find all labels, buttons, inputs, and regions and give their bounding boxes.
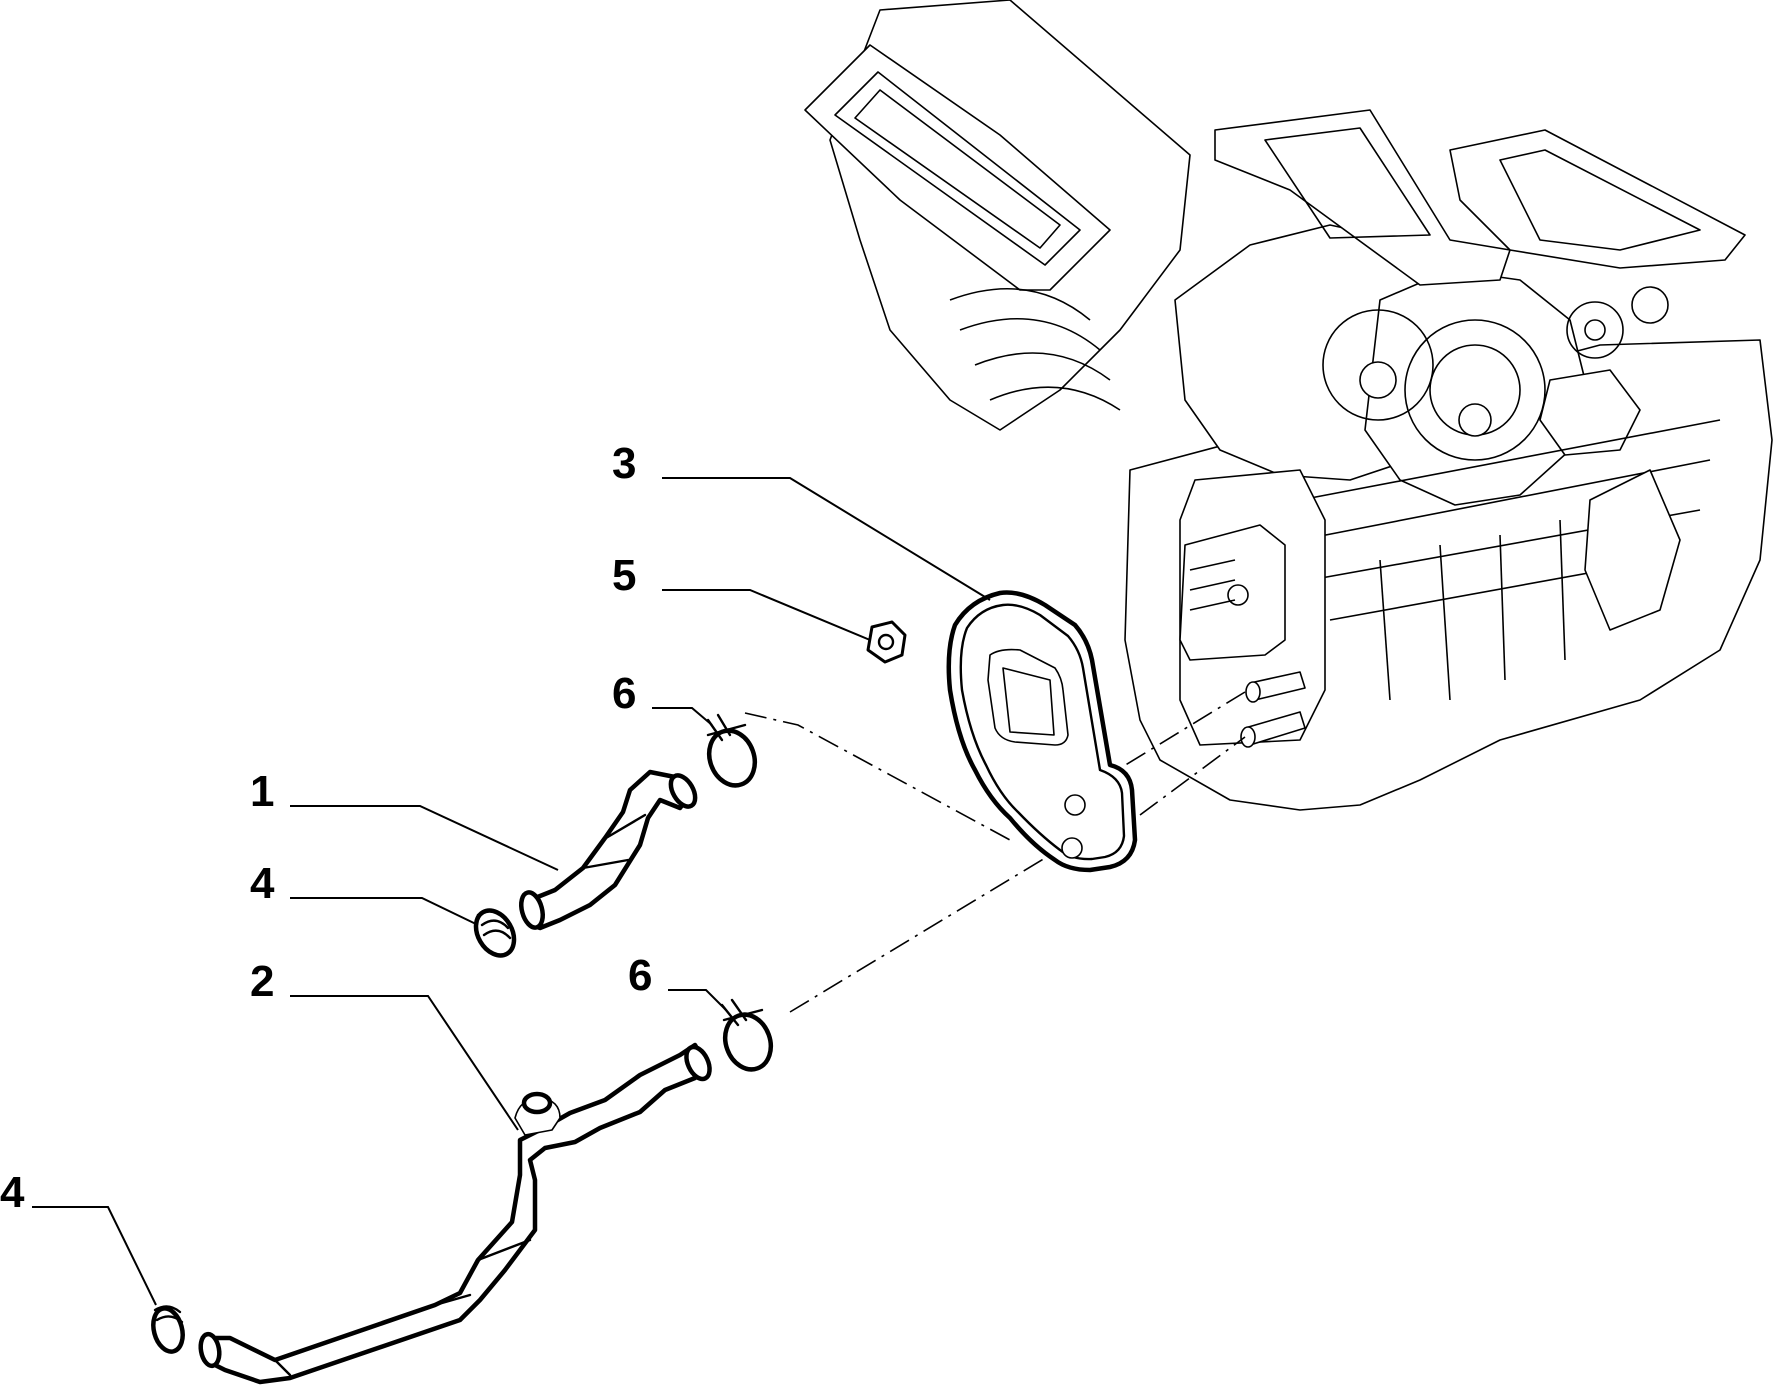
intake-opening-inner — [834, 71, 1081, 266]
seal-plate-opening — [987, 648, 1069, 746]
part-1-upper-hose — [519, 769, 698, 931]
housing-side-panel — [1584, 469, 1681, 631]
nut-hex — [866, 620, 907, 664]
intake-opening-frame — [804, 44, 1111, 291]
callout-1: 1 — [250, 767, 274, 816]
part-2-lower-hose — [198, 1042, 712, 1385]
outlet-frame-center — [1214, 109, 1511, 286]
seal-plate-opening-inner — [1002, 667, 1055, 736]
heater-core-cover — [1179, 524, 1286, 661]
actuator-gear-hub — [1584, 319, 1606, 341]
heater-core-port — [1227, 584, 1249, 606]
lower-hose-end-right — [684, 1044, 712, 1082]
dash-line-lower-right — [1139, 736, 1246, 816]
lower-hose-body — [202, 1042, 709, 1385]
heater-core-pipe-lower-end — [1240, 726, 1256, 748]
housing-rib — [1499, 534, 1506, 681]
actuator-ring — [1631, 286, 1669, 324]
part-4-clamp-lower — [151, 1305, 185, 1354]
duct-rib — [949, 287, 1091, 321]
callout-5: 5 — [612, 551, 636, 600]
actuator-gear — [1566, 301, 1624, 359]
callout-4a: 4 — [250, 859, 275, 908]
callout-2: 2 — [250, 957, 274, 1006]
heater-core-pipe-upper-end — [1245, 681, 1261, 703]
part-4-clamp-upper — [473, 908, 517, 958]
lower-hose-tee-port — [521, 1091, 553, 1115]
leader-4b — [32, 1206, 157, 1306]
dash-line-upper — [744, 712, 1011, 841]
blower-left-hub — [1359, 361, 1397, 399]
heater-core-slots — [1189, 559, 1236, 611]
leader-3 — [662, 477, 991, 601]
blower-left-ring — [1322, 309, 1434, 421]
hose-clamp-ring-lower — [151, 1306, 185, 1354]
assembly-dash-lines — [744, 691, 1246, 1013]
part-6-clamp-lower — [720, 998, 774, 1072]
upper-hose-end-left — [519, 890, 545, 930]
seal-plate-hole-lower — [1061, 837, 1083, 859]
housing-rib — [1439, 544, 1451, 701]
lower-hose-end-left — [198, 1331, 222, 1369]
leader-4a — [290, 897, 479, 926]
outlet-frame-center-inner — [1264, 127, 1431, 239]
housing-rib — [1559, 519, 1566, 661]
lower-hose-bend-lines — [273, 1238, 532, 1377]
housing-rib — [1379, 559, 1391, 701]
hose-clamp-thread-upper — [476, 909, 512, 940]
leader-1 — [290, 805, 559, 871]
upper-hose-bend-lines — [581, 813, 647, 870]
part-3-seal-plate — [946, 590, 1138, 873]
housing-rib — [1299, 419, 1721, 501]
intake-opening-inner-2 — [854, 89, 1061, 249]
upper-hose-end-right — [668, 773, 698, 809]
callout-6a: 6 — [612, 669, 636, 718]
hvac-unit-assembly — [804, 0, 1773, 811]
part-6-clamp-upper — [706, 713, 758, 788]
callout-6b: 6 — [628, 951, 652, 1000]
duct-rib — [974, 352, 1111, 381]
callout-4b: 4 — [0, 1168, 25, 1217]
leader-lines — [32, 477, 991, 1306]
clamp-band-lower — [722, 1008, 764, 1022]
part-5-nut — [866, 620, 907, 664]
leader-6b — [668, 989, 727, 1011]
leader-5 — [662, 589, 871, 641]
blower-fan-ring — [1404, 319, 1546, 461]
seal-plate-outline-inner — [959, 603, 1126, 861]
nut-bore — [877, 633, 895, 651]
dash-line-lower — [789, 854, 1051, 1013]
callout-numbers: 1 2 3 4 4 5 6 6 — [0, 439, 652, 1217]
dash-line-upper-right — [1059, 691, 1246, 806]
duct-rib — [989, 386, 1121, 411]
outlet-frame-right-inner — [1499, 149, 1701, 251]
clamp-band-upper — [706, 723, 747, 737]
hose-clamp-thread-lower — [153, 1305, 184, 1324]
blower-mid-hub — [1458, 403, 1492, 437]
leader-2 — [290, 995, 519, 1131]
mode-actuator — [1539, 369, 1641, 456]
leader-6a — [652, 707, 713, 726]
upper-hose-body — [522, 769, 693, 931]
outlet-frame-right — [1449, 129, 1746, 269]
duct-rib — [959, 317, 1101, 351]
callout-3: 3 — [612, 439, 636, 488]
seal-plate-hole-upper — [1064, 794, 1086, 816]
